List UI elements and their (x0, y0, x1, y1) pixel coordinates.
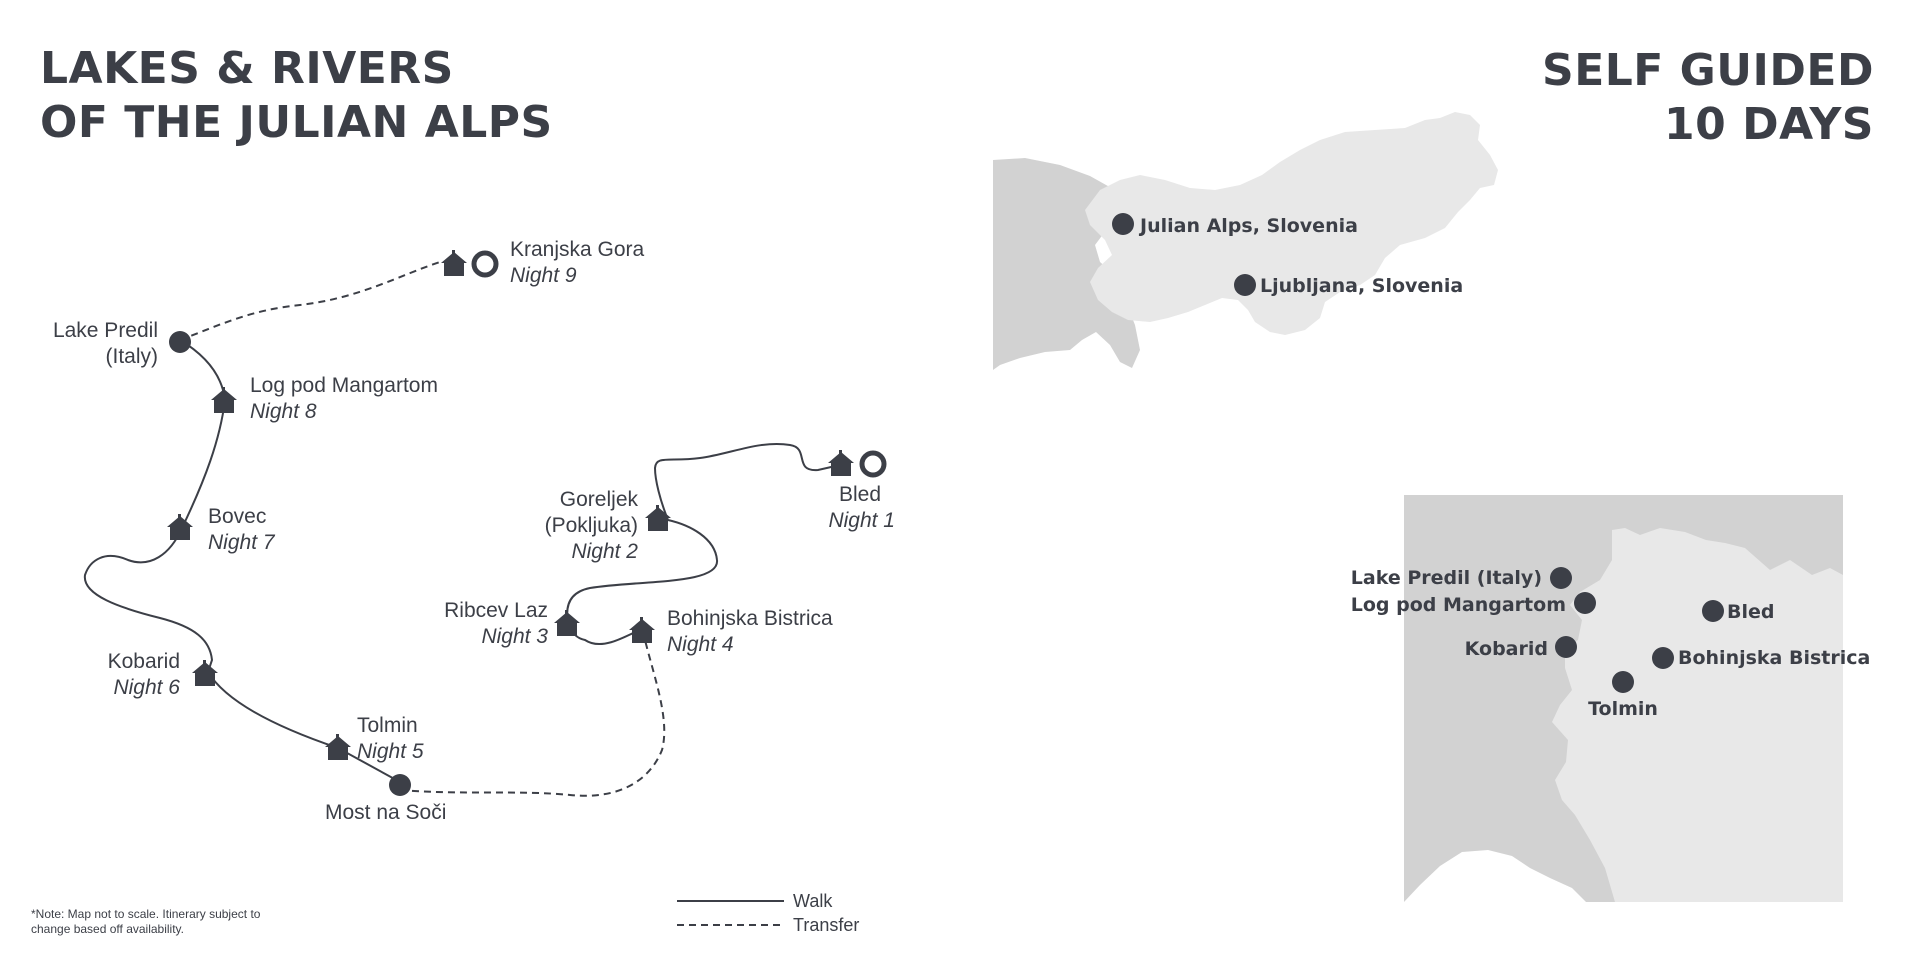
log-pod-mangartom-night: Night 8 (250, 400, 317, 423)
bled-marker (828, 450, 887, 478)
bohinjska-bistrica-night: Night 4 (667, 633, 734, 656)
kranjska-gora-label: Kranjska Gora (510, 238, 645, 261)
walk-line-predil-tolmin (83, 339, 401, 783)
detail-tolmin-label: Tolmin (1588, 698, 1658, 720)
detail-kobarid-label: Kobarid (1465, 638, 1548, 660)
bovec-label: Bovec (208, 505, 266, 528)
walk-legend-label: Walk (793, 891, 833, 911)
julian-alps-dot-icon (1112, 213, 1134, 235)
lake-predil-label-country: (Italy) (106, 345, 159, 368)
detail-tolmin-dot-icon (1612, 671, 1634, 693)
detail-map-white-area (1404, 850, 1586, 902)
goreljek-house-icon (645, 505, 671, 531)
detail-log-pod-mangartom-label: Log pod Mangartom (1351, 594, 1566, 616)
title-line-2: OF THE JULIAN ALPS (40, 97, 553, 148)
house-icon (828, 450, 854, 476)
transfer-legend-label: Transfer (793, 915, 859, 935)
note-line-2: change based off availability. (31, 922, 184, 936)
detail-bohinjska-bistrica-dot-icon (1652, 647, 1674, 669)
kobarid-night: Night 6 (113, 676, 180, 699)
route-markers (167, 250, 887, 796)
kranjska-gora-night: Night 9 (510, 264, 577, 287)
bled-night: Night 1 (828, 509, 895, 532)
julian-alps-label: Julian Alps, Slovenia (1138, 215, 1358, 237)
transfer-line-mostnasoci-bistrica (399, 639, 666, 797)
goreljek-night: Night 2 (571, 540, 638, 563)
ring-icon (859, 450, 887, 478)
most-na-soci-dot-icon (389, 774, 411, 796)
goreljek-label: Goreljek (560, 488, 639, 511)
route (83, 261, 841, 797)
detail-kobarid-dot-icon (1555, 636, 1577, 658)
bovec-night: Night 7 (208, 531, 276, 554)
disclaimer-note: *Note: Map not to scale. Itinerary subje… (31, 907, 301, 937)
ribcev-laz-night: Night 3 (481, 625, 548, 648)
ribcev-laz-house-icon (554, 610, 580, 636)
overview-slovenia-land (1085, 112, 1498, 335)
map-title: LAKES & RIVERS OF THE JULIAN ALPS (40, 42, 553, 150)
ribcev-laz-label: Ribcev Laz (444, 599, 548, 622)
title-line-1: LAKES & RIVERS (40, 43, 454, 94)
lake-predil-dot-icon (169, 331, 191, 353)
subtitle-line-1: SELF GUIDED (1542, 45, 1874, 96)
tolmin-label: Tolmin (357, 714, 418, 737)
detail-lake-predil-dot-icon (1550, 567, 1572, 589)
bohinjska-bistrica-house-icon (629, 617, 655, 643)
log-pod-mangartom-label: Log pod Mangartom (250, 374, 438, 397)
overview-map-markers: Julian Alps, Slovenia Ljubljana, Sloveni… (1112, 213, 1463, 297)
goreljek-label-area: (Pokljuka) (545, 514, 638, 537)
route-labels: Kranjska Gora Night 9 Lake Predil (Italy… (53, 238, 895, 824)
detail-lake-predil-label: Lake Predil (Italy) (1351, 567, 1542, 589)
detail-map (1404, 495, 1843, 902)
ring-icon (471, 250, 499, 278)
log-pod-mangartom-house-icon (211, 387, 237, 413)
lake-predil-label: Lake Predil (53, 319, 158, 342)
ljubljana-label: Ljubljana, Slovenia (1260, 275, 1463, 297)
tour-subtitle: SELF GUIDED 10 DAYS (1542, 44, 1874, 152)
detail-bled-dot-icon (1702, 600, 1724, 622)
detail-log-pod-mangartom-dot-icon (1574, 592, 1596, 614)
house-icon (441, 250, 467, 276)
overview-map (993, 112, 1498, 370)
detail-map-slovenia-land (1552, 528, 1843, 902)
subtitle-line-2: 10 DAYS (1664, 99, 1874, 150)
bovec-house-icon (167, 514, 193, 540)
kobarid-label: Kobarid (108, 650, 180, 673)
ljubljana-dot-icon (1234, 274, 1256, 296)
note-line-1: *Note: Map not to scale. Itinerary subje… (31, 907, 261, 921)
bled-label: Bled (839, 483, 881, 506)
detail-bled-label: Bled (1727, 601, 1774, 623)
detail-bohinjska-bistrica-label: Bohinjska Bistrica (1678, 647, 1870, 669)
transfer-line-predil-kranjska (179, 261, 441, 341)
bohinjska-bistrica-label: Bohinjska Bistrica (667, 607, 833, 630)
detail-map-markers: Lake Predil (Italy) Log pod Mangartom Ko… (1351, 567, 1870, 720)
kranjska-gora-marker (441, 250, 499, 278)
tolmin-house-icon (325, 734, 351, 760)
legend: Walk Transfer (677, 891, 859, 935)
tolmin-night: Night 5 (357, 740, 424, 763)
most-na-soci-label: Most na Soči (325, 801, 446, 824)
kobarid-house-icon (192, 660, 218, 686)
